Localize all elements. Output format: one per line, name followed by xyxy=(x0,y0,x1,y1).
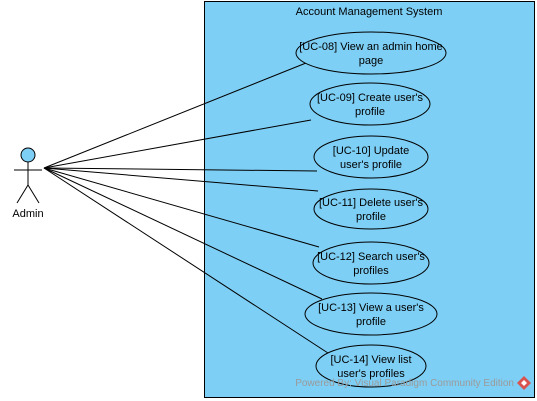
use-case-label-line1: [UC-09] Create user's xyxy=(317,92,424,104)
association-uc-11 xyxy=(43,167,319,192)
use-case-label-line1: [UC-14] View list xyxy=(330,354,411,366)
use-case-label-line1: [UC-13] View a user's xyxy=(318,302,424,314)
association-uc-12 xyxy=(43,167,320,248)
use-case-uc-09: [UC-09] Create user's profile xyxy=(309,82,431,126)
use-case-uc-14: [UC-14] View list user's profiles xyxy=(315,344,427,388)
use-case-label-line1: [UC-12] Search user's xyxy=(317,251,425,263)
use-case-ellipse xyxy=(315,344,427,388)
association-uc-09 xyxy=(43,119,312,169)
use-case-label-line2: profile xyxy=(356,211,386,223)
use-case-label-line1: [UC-11] Delete user's xyxy=(319,197,423,209)
use-case-label-line2: page xyxy=(359,55,383,67)
use-case-label-line2: profiles xyxy=(353,265,389,277)
association-uc-14 xyxy=(43,167,332,356)
actor-left-leg xyxy=(16,184,29,204)
use-case-uc-08: [UC-08] View an admin home page xyxy=(295,31,447,75)
use-case-ellipse xyxy=(312,241,430,285)
association-uc-13 xyxy=(43,167,323,300)
use-case-label-line1: [UC-08] View an admin home xyxy=(299,41,442,53)
use-case-ellipse xyxy=(313,135,429,179)
actor-admin xyxy=(14,147,42,204)
system-title: Account Management System xyxy=(296,6,443,18)
use-case-ellipse xyxy=(304,292,438,336)
use-case-label-line2: user's profile xyxy=(340,159,402,171)
watermark-text: Powered By: Visual Paradigm Community Ed… xyxy=(295,378,514,389)
actor-label: Admin xyxy=(12,208,43,220)
use-case-label-line2: user's profiles xyxy=(337,368,405,380)
use-case-label-line2: profile xyxy=(356,316,386,328)
use-case-uc-10: [UC-10] Update user's profile xyxy=(313,135,429,179)
actor-head xyxy=(20,147,36,163)
association-uc-10 xyxy=(43,167,318,172)
use-case-label-line2: profile xyxy=(355,106,385,118)
actor-right-leg xyxy=(27,184,40,204)
use-case-ellipse xyxy=(313,188,429,230)
association-uc-08 xyxy=(43,62,307,169)
use-case-uc-12: [UC-12] Search user's profiles xyxy=(312,241,430,285)
associations xyxy=(43,62,332,356)
use-case-ellipse xyxy=(309,82,431,126)
use-case-label-line1: [UC-10] Update xyxy=(333,145,409,157)
use-case-uc-11: [UC-11] Delete user's profile xyxy=(313,188,429,230)
use-case-ellipse xyxy=(295,31,447,75)
use-case-uc-13: [UC-13] View a user's profile xyxy=(304,292,438,336)
visual-paradigm-logo-icon xyxy=(517,376,531,390)
